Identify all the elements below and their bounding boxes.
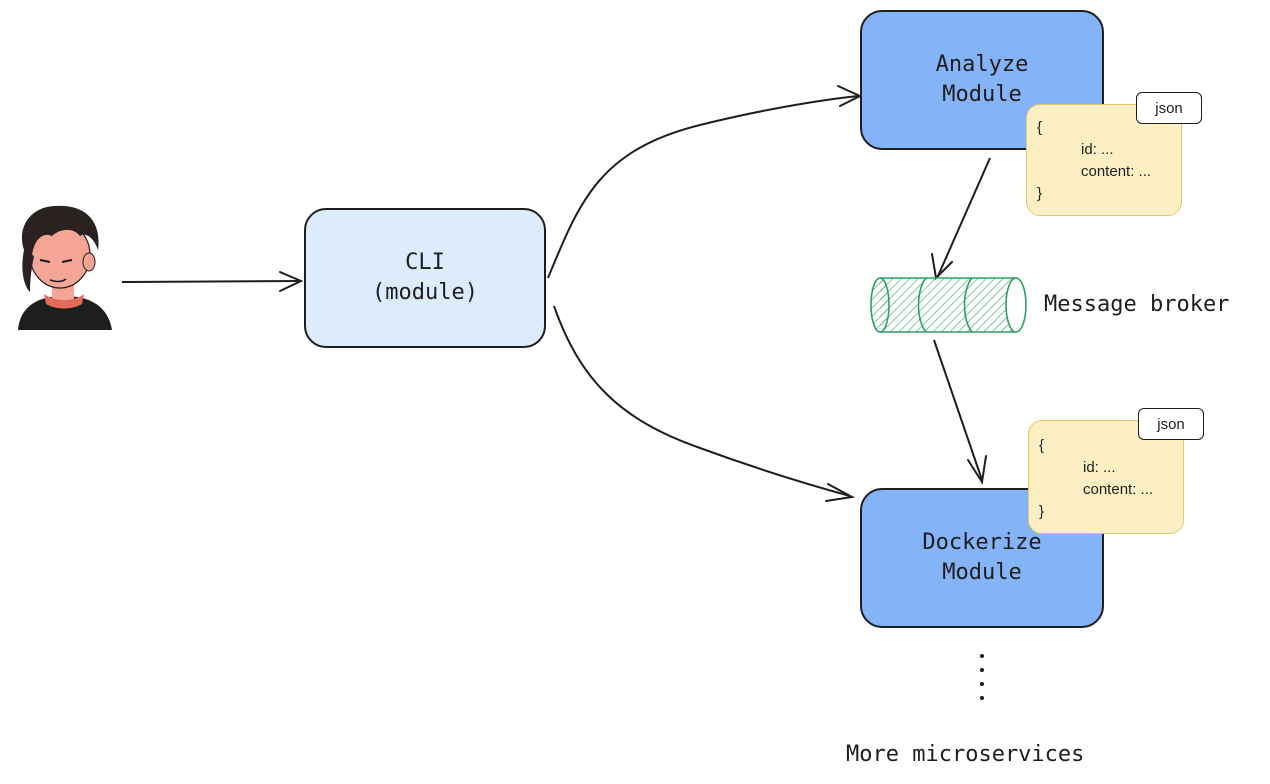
message-broker-icon bbox=[870, 277, 1027, 333]
cli-module-subtitle: (module) bbox=[372, 280, 478, 305]
arrow-user-to-cli bbox=[121, 271, 304, 292]
dockerize-module-subtitle: Module bbox=[942, 560, 1022, 585]
json-close-brace: } bbox=[1039, 503, 1045, 520]
json-tag-top: json bbox=[1136, 92, 1202, 124]
more-microservices-label: More microservices bbox=[846, 742, 1085, 767]
analyze-module-subtitle: Module bbox=[942, 82, 1022, 107]
json-tag-bottom: json bbox=[1138, 408, 1204, 440]
arrow-cli-to-dockerize bbox=[553, 305, 856, 502]
user-avatar-icon bbox=[18, 205, 112, 330]
arrow-cli-to-analyze bbox=[547, 85, 863, 279]
dockerize-module-title: Dockerize bbox=[922, 530, 1042, 556]
json-open-brace: { bbox=[1039, 437, 1045, 454]
json-close-brace: } bbox=[1037, 185, 1043, 202]
json-field-content: content: ... bbox=[1081, 163, 1152, 180]
cli-module-node: CLI (module) bbox=[304, 208, 546, 348]
json-field-id: id: ... bbox=[1083, 459, 1116, 476]
message-broker-label: Message broker bbox=[1044, 292, 1230, 317]
json-open-brace: { bbox=[1037, 119, 1043, 136]
analyze-module-title: Analyze bbox=[935, 52, 1029, 78]
continuation-dots bbox=[980, 654, 984, 700]
json-field-id: id: ... bbox=[1081, 141, 1114, 158]
cli-module-title: CLI bbox=[405, 250, 445, 276]
arrow-broker-to-dockerize bbox=[933, 339, 987, 485]
arrow-analyze-to-broker bbox=[931, 157, 991, 281]
json-field-content: content: ... bbox=[1083, 481, 1154, 498]
